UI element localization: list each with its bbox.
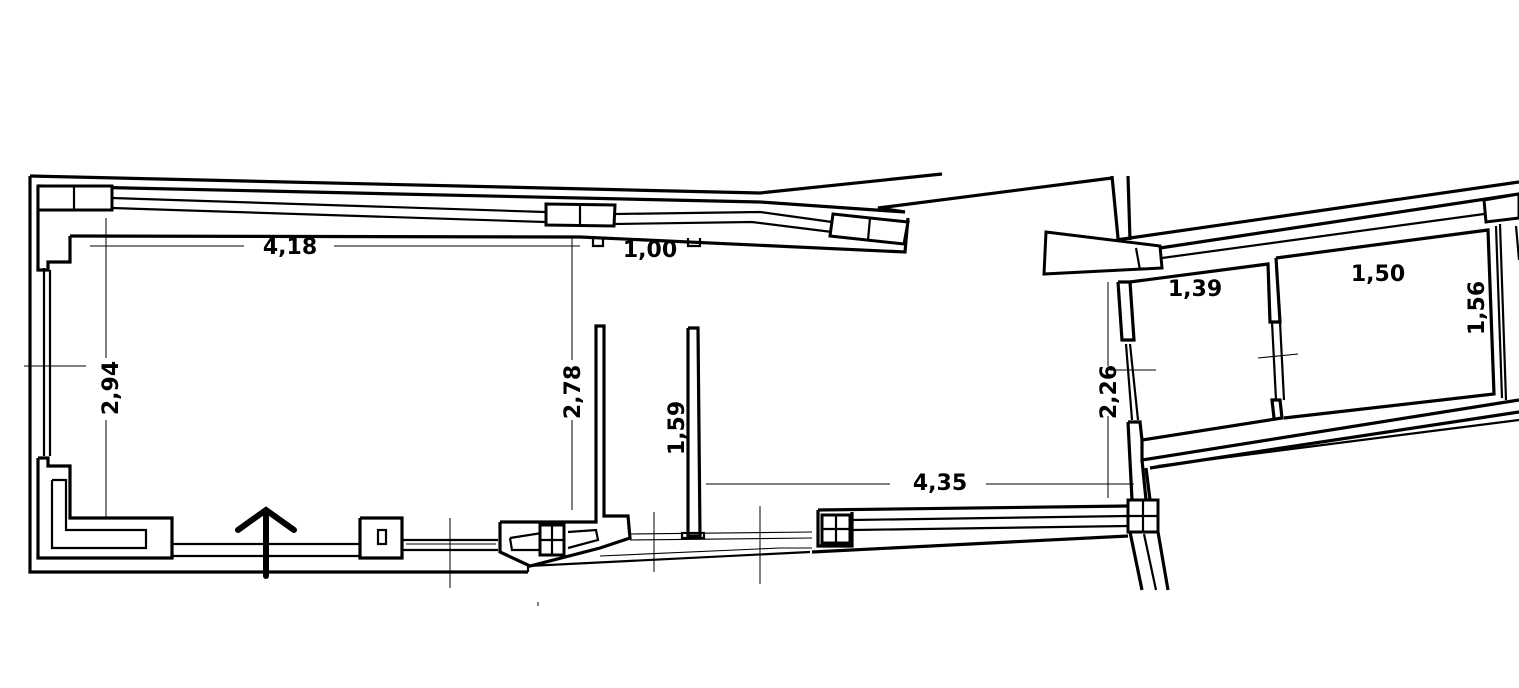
right-rooms-walls — [1042, 175, 1519, 591]
dim-label-2-78: 2,78 — [561, 365, 586, 419]
dim-label-1-59: 1,59 — [665, 401, 690, 455]
dimension-labels: 4,18 1,00 2,94 2,78 1,59 4,35 2,26 1,39 … — [99, 235, 1490, 496]
dim-label-1-56: 1,56 — [1465, 281, 1490, 335]
dim-label-1-50: 1,50 — [1351, 262, 1405, 287]
dim-label-1-00: 1,00 — [623, 238, 677, 263]
main-room-walls — [28, 172, 1129, 574]
dimension-lines — [24, 218, 1156, 606]
dim-label-2-26: 2,26 — [1097, 365, 1122, 419]
arrow-up-icon — [235, 506, 297, 579]
dim-label-2-94: 2,94 — [99, 361, 124, 415]
dim-label-4-35: 4,35 — [913, 471, 967, 496]
dim-label-1-39: 1,39 — [1168, 277, 1222, 302]
window-frames — [36, 184, 1160, 557]
dim-label-4-18: 4,18 — [263, 235, 317, 260]
